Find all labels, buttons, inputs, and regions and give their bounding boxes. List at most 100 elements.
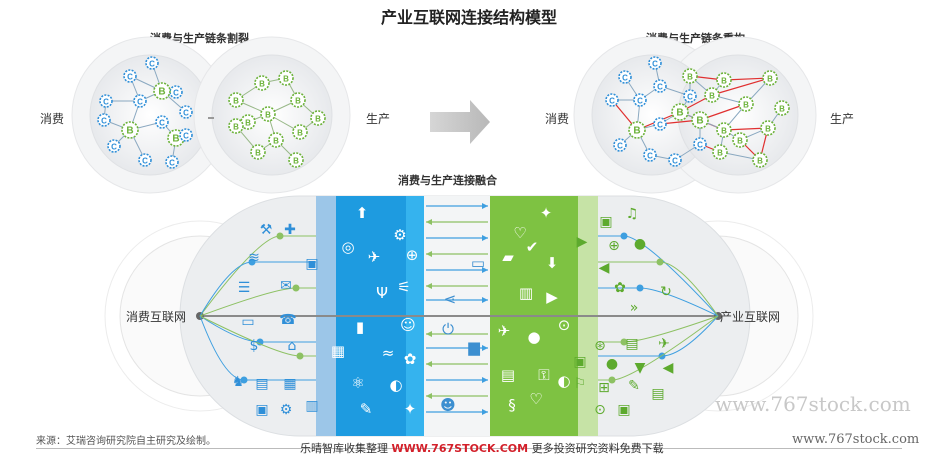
- consumer-node: C: [613, 138, 627, 152]
- connector-dot: [296, 352, 304, 360]
- power-icon: ⏻: [442, 320, 454, 338]
- business-node: B: [738, 96, 754, 112]
- clock-green-icon: ◐: [557, 372, 570, 390]
- graduate-icon: ✦: [404, 400, 417, 418]
- twitter-icon: ✦: [540, 204, 553, 222]
- consumer-node: C: [138, 153, 152, 167]
- person-icon: ☺: [400, 316, 416, 334]
- svg-text:B: B: [233, 123, 239, 132]
- svg-text:B: B: [315, 115, 321, 124]
- svg-text:C: C: [169, 159, 175, 168]
- business-node: B: [268, 132, 284, 148]
- connector-dot: [608, 376, 616, 384]
- business-node: B: [732, 132, 748, 148]
- printer-icon: ▤: [625, 336, 638, 352]
- svg-text:B: B: [676, 108, 683, 119]
- connection-arrows: [199, 203, 719, 415]
- svg-text:C: C: [159, 119, 165, 128]
- footer-credit: 乐晴智库收集整理 WWW.767STOCK.COM 更多投资研究资料免费下载: [300, 440, 664, 456]
- arrow-head-icon: [426, 219, 432, 225]
- footer-left-text: 乐晴智库收集整理: [300, 442, 388, 455]
- svg-text:C: C: [617, 142, 623, 151]
- consumer-node: C: [107, 139, 121, 153]
- consumer-node: C: [643, 148, 657, 162]
- consumer-node: C: [693, 137, 707, 151]
- svg-text:C: C: [183, 109, 189, 118]
- plane-right-icon: ✈: [658, 336, 670, 352]
- fusion-panel: ⚒✚≋▣☰✉▭☎$⌂♞▤▦▣⚙▥⬆⚙◎✈⊕Ψ⚟▮☺▦≈✿⚛◐✦✎⋖⏻▭▆☻✦♡✔…: [104, 195, 814, 437]
- truck-icon: ▰: [502, 248, 514, 266]
- map-icon: ▤: [501, 366, 515, 384]
- volume-icon: ◀: [663, 360, 674, 376]
- svg-text:C: C: [657, 121, 663, 130]
- svg-text:C: C: [111, 143, 117, 152]
- settings-icon: ⚙: [393, 226, 406, 244]
- consumer-node: C: [653, 79, 667, 93]
- consumer-node: C: [99, 94, 113, 108]
- business-node: B: [228, 118, 244, 134]
- svg-text:C: C: [149, 60, 155, 69]
- diagram-title: 产业互联网连接结构模型: [380, 8, 557, 27]
- basketball-icon: ⊛: [594, 338, 606, 354]
- svg-text:B: B: [721, 127, 727, 136]
- speaker-icon: ◀: [599, 260, 610, 276]
- source-note: 来源：艾瑞咨询研究院自主研究及绘制。: [36, 436, 216, 447]
- chart-bars-icon: ▆: [467, 338, 480, 356]
- consumer-node: C: [653, 117, 667, 131]
- svg-text:C: C: [657, 83, 663, 92]
- business-node: B: [260, 106, 276, 122]
- key-icon: ⚿: [538, 366, 549, 384]
- forward-icon: »: [630, 300, 639, 316]
- crane-icon: ⚒: [260, 222, 273, 238]
- svg-text:B: B: [283, 75, 289, 84]
- business-node: B: [240, 114, 256, 130]
- connector-dot: [240, 376, 248, 384]
- connector-dot: [620, 232, 628, 240]
- footer-divider: [36, 448, 902, 449]
- svg-text:B: B: [717, 149, 723, 158]
- globe-icon: ⊕: [406, 246, 419, 264]
- heart-outline-icon: ♡: [529, 390, 542, 408]
- consumer-node: C: [155, 115, 169, 129]
- chat-right-icon: ●: [606, 356, 618, 372]
- arrow-head-icon: [426, 393, 432, 399]
- arrow-head-icon: [482, 203, 488, 209]
- business-node: B: [121, 121, 139, 139]
- location-icon: ●: [527, 328, 540, 346]
- arrow-head-icon: [482, 409, 488, 415]
- consumer-node: C: [145, 56, 159, 70]
- sign-icon: ▼: [635, 360, 646, 376]
- svg-text:C: C: [183, 132, 189, 141]
- svg-text:B: B: [779, 105, 785, 114]
- arrow-head-icon: [482, 297, 488, 303]
- business-node: B: [752, 152, 768, 168]
- antenna-icon: Ψ: [376, 284, 388, 302]
- monitor-icon: ▭: [241, 314, 254, 330]
- consumer-node: C: [668, 153, 682, 167]
- connector-dot: [636, 284, 644, 292]
- arrow-head-icon: [482, 377, 488, 383]
- plane-icon: ✈: [498, 322, 511, 340]
- sliders-icon: ☰: [238, 280, 251, 296]
- map-right-icon: ▤: [651, 386, 664, 402]
- svg-text:B: B: [126, 126, 133, 137]
- restructure-red-link: [711, 77, 771, 96]
- info-icon: ⚐: [574, 376, 587, 392]
- footer-site-link[interactable]: WWW.767STOCK.COM: [391, 442, 529, 455]
- share-icon: ⋖: [444, 290, 457, 308]
- business-node: B: [250, 144, 266, 160]
- fusion-subtitle: 消费与生产连接融合: [398, 174, 497, 187]
- svg-text:C: C: [687, 93, 693, 102]
- arrow-head-icon: [426, 361, 432, 367]
- consumer-node: C: [179, 105, 193, 119]
- svg-text:B: B: [687, 73, 693, 82]
- business-node: B: [153, 82, 171, 100]
- arrow-head-icon: [482, 267, 488, 273]
- arrow-head-icon: [482, 345, 488, 351]
- consumer-node: C: [605, 93, 619, 107]
- connector-dot: [656, 258, 664, 266]
- svg-text:B: B: [265, 111, 271, 120]
- link-icon: §: [508, 396, 516, 414]
